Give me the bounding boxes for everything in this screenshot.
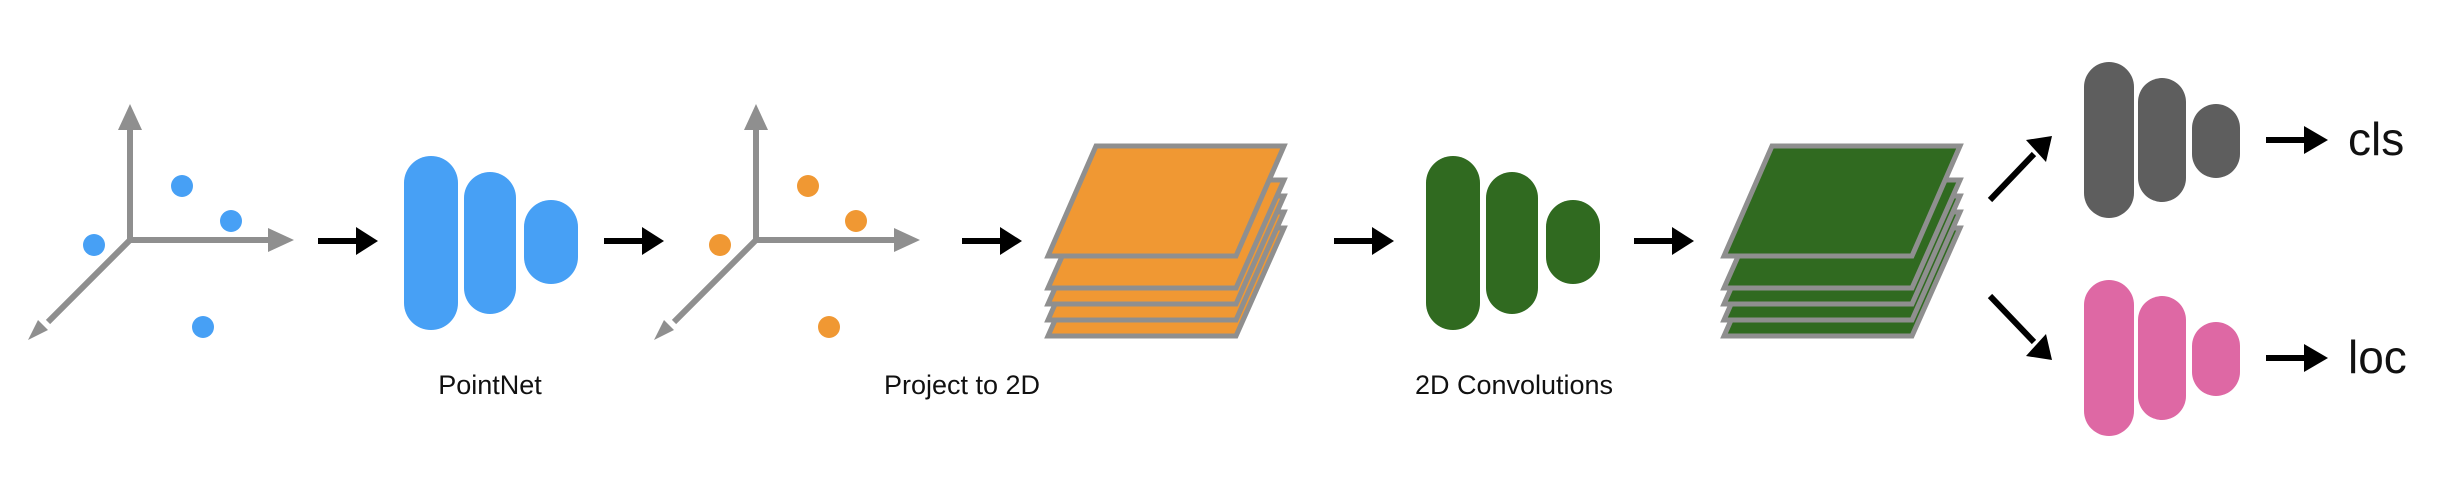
- cls-head-network-icon: [2084, 62, 2240, 218]
- loc-head-network-icon: [2084, 280, 2240, 436]
- point-dot: [845, 210, 867, 232]
- branch-arrow-up: [1987, 136, 2052, 203]
- loc-output-label: loc: [2348, 331, 2407, 383]
- conv2d-label: 2D Convolutions: [1414, 370, 1614, 400]
- point-dot: [83, 234, 105, 256]
- flow-arrow: [1634, 227, 1694, 255]
- point-dot: [818, 316, 840, 338]
- input-point-cloud: [28, 104, 294, 340]
- projected-point-cloud: [654, 104, 920, 340]
- axes-3d-icon: [28, 104, 294, 340]
- point-dot: [220, 210, 242, 232]
- point-dot: [171, 175, 193, 197]
- cls-output-label: cls: [2348, 113, 2405, 165]
- flow-arrow: [604, 227, 664, 255]
- axes-3d-icon: [654, 104, 920, 340]
- branch-arrow-down: [1987, 293, 2052, 360]
- output-arrow-cls: [2266, 126, 2328, 154]
- pointnet-label: PointNet: [438, 370, 542, 400]
- point-dot: [709, 234, 731, 256]
- flow-arrow: [962, 227, 1022, 255]
- pointnet-network-icon: [404, 156, 578, 330]
- flow-arrow: [1334, 227, 1394, 255]
- project-to-2d-label: Project to 2D: [883, 370, 1041, 400]
- output-arrow-loc: [2266, 344, 2328, 372]
- flow-arrow: [318, 227, 378, 255]
- feature-map-stack-green: [1720, 143, 1964, 339]
- point-dot: [797, 175, 819, 197]
- conv2d-network-icon: [1426, 156, 1600, 330]
- point-dot: [192, 316, 214, 338]
- pseudo-image-stack-orange: [1044, 143, 1288, 339]
